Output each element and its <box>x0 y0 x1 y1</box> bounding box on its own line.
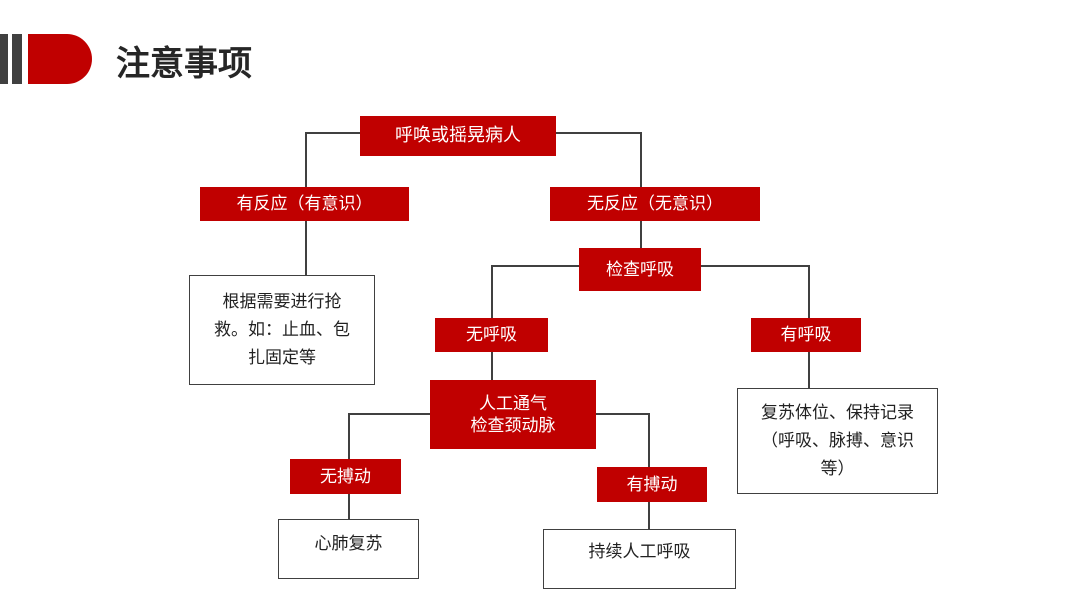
connector <box>808 265 810 318</box>
node-breathing-action: 复苏体位、保持记录（呼吸、脉搏、意识等） <box>737 388 938 494</box>
connector <box>640 132 642 187</box>
connector <box>648 413 650 467</box>
node-breathing: 有呼吸 <box>751 318 861 352</box>
node-start: 呼唤或摇晃病人 <box>360 116 556 156</box>
node-ventilate: 人工通气 检查颈动脉 <box>430 380 596 449</box>
node-ventilate-line1: 人工通气 <box>479 393 547 414</box>
connector <box>305 221 307 275</box>
node-ventilate-line2: 检查颈动脉 <box>470 415 556 436</box>
node-responsive: 有反应（有意识） <box>200 187 409 221</box>
connector <box>491 265 493 318</box>
connector <box>596 413 649 415</box>
node-no-breathing: 无呼吸 <box>435 318 548 352</box>
connector <box>640 221 642 248</box>
node-no-pulse-action: 心肺复苏 <box>278 519 419 579</box>
header-bar-decoration <box>12 34 22 84</box>
node-unresponsive: 无反应（无意识） <box>550 187 760 221</box>
page-title: 注意事项 <box>116 44 252 84</box>
header-bar-decoration <box>0 34 8 84</box>
connector <box>348 413 350 459</box>
connector <box>348 413 430 415</box>
connector <box>556 132 641 134</box>
node-pulse-action: 持续人工呼吸 <box>543 529 736 589</box>
connector <box>648 502 650 529</box>
node-responsive-action: 根据需要进行抢救。如：止血、包扎固定等 <box>189 275 375 385</box>
node-no-pulse: 无搏动 <box>290 459 401 494</box>
node-check-breathing: 检查呼吸 <box>579 248 701 291</box>
connector <box>348 494 350 519</box>
connector <box>305 132 307 187</box>
connector <box>491 352 493 380</box>
connector <box>808 352 810 388</box>
header-tab-decoration <box>28 34 92 84</box>
connector <box>305 132 360 134</box>
node-pulse: 有搏动 <box>597 467 707 502</box>
